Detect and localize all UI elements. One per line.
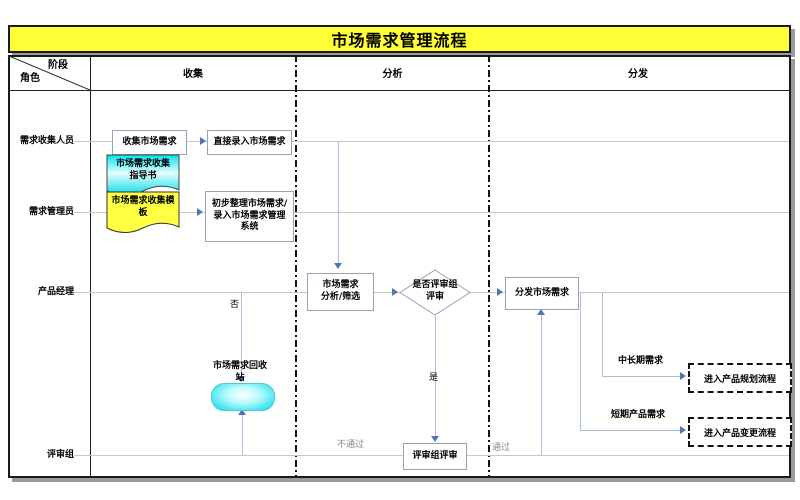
node-analyze-filter: 市场需求 分析/筛选	[307, 273, 374, 311]
corner-role-label: 角色	[20, 73, 40, 84]
corner-phase-label: 阶段	[48, 60, 68, 71]
recycle-bin-label: 市场需求回收 站	[212, 361, 267, 383]
edge-label-short-term: 短期产品需求	[611, 410, 666, 420]
role-label-collector: 需求收集人员	[12, 135, 74, 147]
node-review-meeting: 评审组评审	[403, 443, 467, 470]
role-column-border	[90, 55, 91, 476]
connector-line	[541, 311, 542, 455]
row-line-1	[62, 141, 789, 142]
decision-diamond-shape	[399, 269, 471, 316]
connector-line	[435, 316, 436, 438]
phase-header-analyze: 分析	[382, 69, 403, 80]
arrow-head-right-icon	[680, 372, 686, 380]
phase-divider-1	[295, 55, 297, 476]
node-product-change: 进入产品变更流程	[688, 417, 792, 447]
decision-diamond-label: 是否评审组 评审	[412, 280, 458, 302]
arrow-head-down-icon	[237, 376, 245, 382]
phase-header-distribute: 分发	[628, 69, 648, 80]
connector-line	[602, 376, 684, 377]
phase-divider-2	[488, 55, 490, 476]
document-template-shape	[106, 191, 180, 233]
connector-line	[602, 293, 603, 376]
role-label-review-team: 评审组	[12, 449, 74, 461]
arrow-head-up-icon	[537, 309, 545, 315]
connector-line	[580, 293, 581, 430]
page-title: 市场需求管理流程	[331, 31, 468, 50]
connector-line	[338, 142, 339, 264]
node-collect-demand: 收集市场需求	[112, 130, 187, 155]
node-organize-entry: 初步整理市场需求/ 录入市场需求管理 系统	[205, 191, 294, 242]
arrow-head-right-icon	[497, 288, 503, 296]
connector-line	[580, 430, 684, 431]
corner-diagonal-line	[9, 56, 90, 90]
edge-label-pass: 通过	[492, 443, 511, 453]
arrow-head-right-icon	[392, 288, 398, 296]
phase-header-collect: 收集	[183, 69, 203, 80]
node-product-planning: 进入产品规划流程	[688, 363, 792, 393]
node-distribute-demand: 分发市场需求	[505, 277, 579, 310]
title-bar: 市场需求管理流程	[8, 25, 791, 53]
document-guidebook-label: 市场需求收集 指导书	[115, 159, 170, 181]
arrow-head-right-icon	[200, 137, 206, 145]
edge-label-no: 否	[230, 300, 240, 310]
edge-label-mid-long-term: 中长期需求	[618, 356, 664, 366]
edge-label-not-pass: 不通过	[337, 440, 365, 450]
row-line-2	[62, 212, 789, 213]
arrow-head-down-icon	[431, 436, 439, 442]
arrow-head-down-icon	[334, 263, 342, 269]
connector-line	[242, 411, 243, 455]
arrow-head-right-icon	[197, 208, 203, 216]
arrow-head-up-icon	[238, 409, 246, 415]
edge-label-yes: 是	[429, 373, 439, 383]
swimlane-frame	[8, 55, 791, 478]
recycle-bin-shape	[211, 383, 275, 411]
arrow-head-right-icon	[680, 426, 686, 434]
document-template-label: 市场需求收集模 板	[111, 196, 175, 218]
role-label-product-manager: 产品经理	[12, 286, 74, 298]
header-divider	[8, 90, 789, 91]
node-direct-entry: 直接录入市场需求	[207, 130, 292, 155]
connector-line	[241, 293, 242, 378]
role-label-administrator: 需求管理员	[12, 206, 74, 218]
